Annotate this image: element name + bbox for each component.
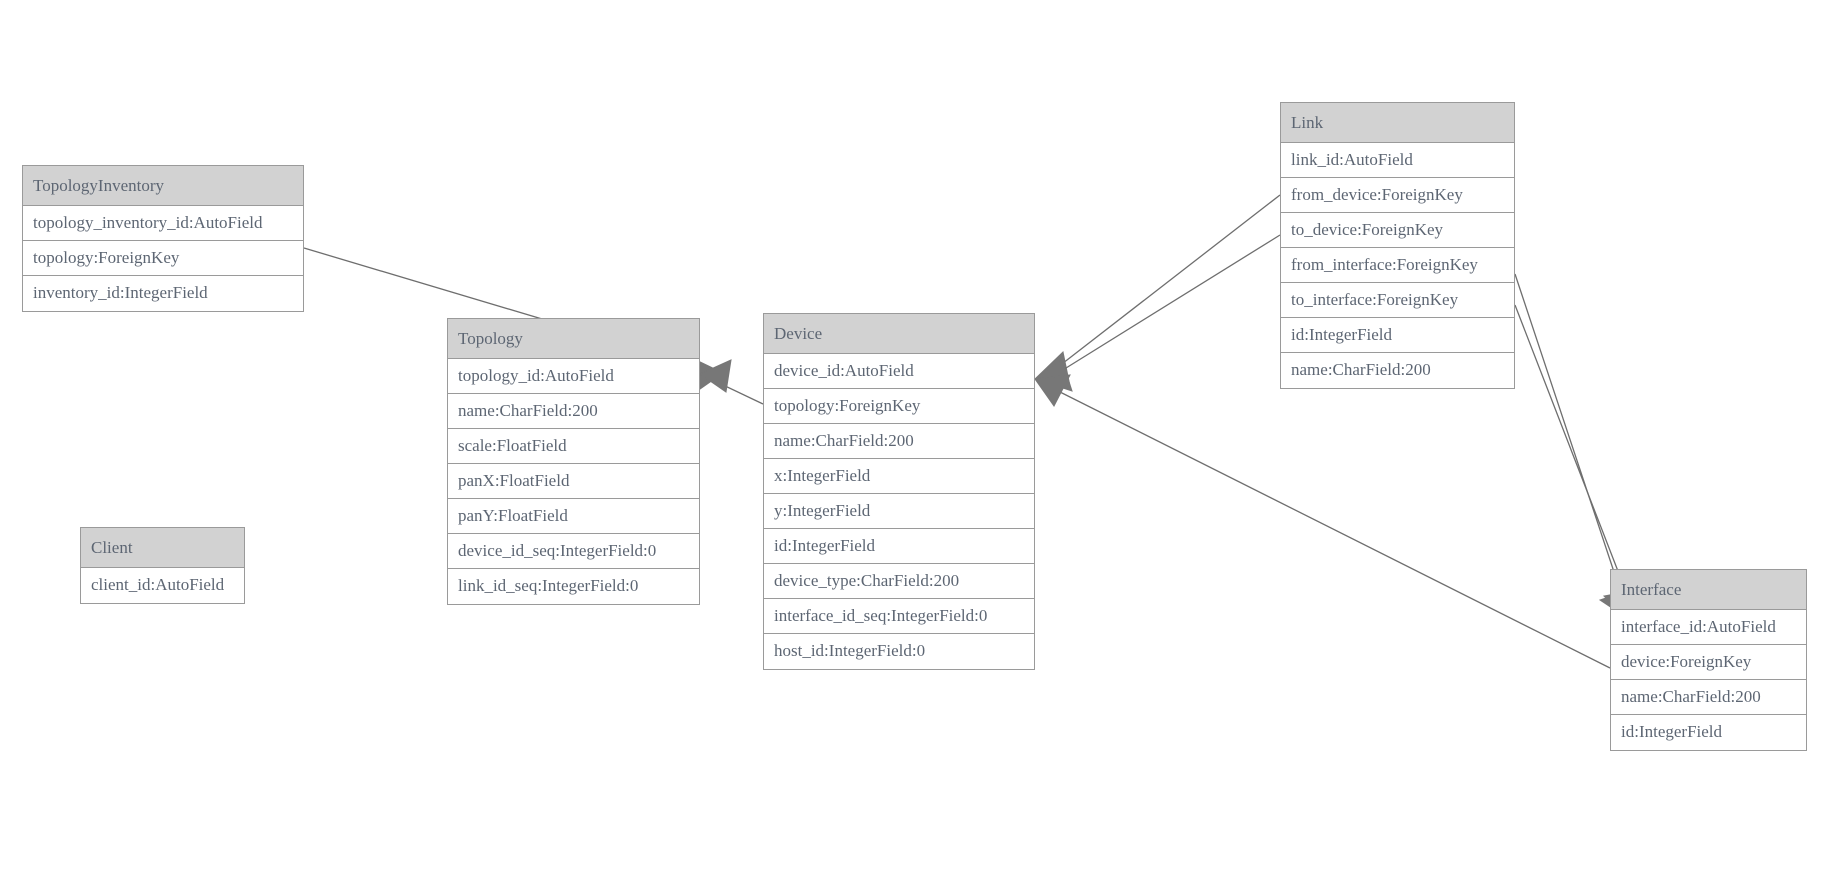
entity-field-row[interactable]: device_id:AutoField xyxy=(764,354,1034,389)
entity-title-topology_inventory: TopologyInventory xyxy=(23,166,303,206)
entity-field-row[interactable]: interface_id:AutoField xyxy=(1611,610,1806,645)
entity-field-row[interactable]: y:IntegerField xyxy=(764,494,1034,529)
entity-field-row[interactable]: scale:FloatField xyxy=(448,429,699,464)
relationship-line xyxy=(1057,234,1281,374)
entity-field-row[interactable]: link_id:AutoField xyxy=(1281,143,1514,178)
entity-field-row[interactable]: name:CharField:200 xyxy=(448,394,699,429)
relationship-arrowhead xyxy=(1033,359,1073,392)
entity-field-row[interactable]: client_id:AutoField xyxy=(91,575,225,594)
entity-field-row[interactable]: topology_id:AutoField xyxy=(448,359,699,394)
entity-field-row[interactable]: name:CharField:200 xyxy=(764,424,1034,459)
entity-field-row[interactable]: from_device:ForeignKey xyxy=(1281,178,1514,213)
relationship-arrowhead xyxy=(1034,374,1071,407)
relationship-line xyxy=(699,373,764,405)
entity-field-row[interactable]: panY:FloatField xyxy=(448,499,699,534)
relationship-rel-device-topology xyxy=(698,359,764,405)
entity-field-row[interactable]: name:CharField:200 xyxy=(1611,680,1806,715)
entity-title-device: Device xyxy=(764,314,1034,354)
relationship-rel-link-todevice-device xyxy=(1033,234,1281,392)
entity-field-row[interactable]: inventory_id:IntegerField xyxy=(33,283,208,302)
relationship-line xyxy=(1514,304,1629,598)
entity-box-client[interactable]: Client client_id:AutoField xyxy=(80,527,245,604)
entity-field-row[interactable]: x:IntegerField xyxy=(764,459,1034,494)
entity-field-row[interactable]: topology:ForeignKey xyxy=(764,389,1034,424)
entity-title-link: Link xyxy=(1281,103,1514,143)
relationship-rel-link-fromdevice-device xyxy=(1033,194,1281,387)
entity-title-topology: Topology xyxy=(448,319,699,359)
entity-field-row[interactable]: link_id_seq:IntegerField:0 xyxy=(458,576,639,595)
entity-field-row[interactable]: id:IntegerField xyxy=(1621,722,1723,741)
entity-field-row[interactable]: id:IntegerField xyxy=(764,529,1034,564)
entity-field-row[interactable]: id:IntegerField xyxy=(1281,318,1514,353)
entity-title-interface: Interface xyxy=(1611,570,1806,610)
entity-title-client: Client xyxy=(81,528,244,568)
relationship-line xyxy=(1514,273,1623,597)
entity-field-row[interactable]: to_device:ForeignKey xyxy=(1281,213,1514,248)
entity-field-row[interactable]: device_id_seq:IntegerField:0 xyxy=(448,534,699,569)
relationship-line xyxy=(1059,391,1611,669)
entity-field-row[interactable]: device:ForeignKey xyxy=(1611,645,1806,680)
relationship-line xyxy=(1057,194,1281,368)
entity-field-row[interactable]: interface_id_seq:IntegerField:0 xyxy=(764,599,1034,634)
entity-field-row[interactable]: panX:FloatField xyxy=(448,464,699,499)
relationship-rel-interface-device-device xyxy=(1034,374,1611,669)
entity-field-row[interactable]: from_interface:ForeignKey xyxy=(1281,248,1514,283)
entity-field-row[interactable]: name:CharField:200 xyxy=(1291,360,1431,379)
entity-field-row[interactable]: to_interface:ForeignKey xyxy=(1281,283,1514,318)
relationship-arrowhead xyxy=(698,359,732,393)
entity-field-row[interactable]: topology_inventory_id:AutoField xyxy=(23,206,303,241)
entity-field-row[interactable]: topology:ForeignKey xyxy=(23,241,303,276)
relationship-arrowhead xyxy=(1033,351,1071,387)
entity-field-row[interactable]: host_id:IntegerField:0 xyxy=(774,641,926,660)
entity-field-row[interactable]: device_type:CharField:200 xyxy=(764,564,1034,599)
